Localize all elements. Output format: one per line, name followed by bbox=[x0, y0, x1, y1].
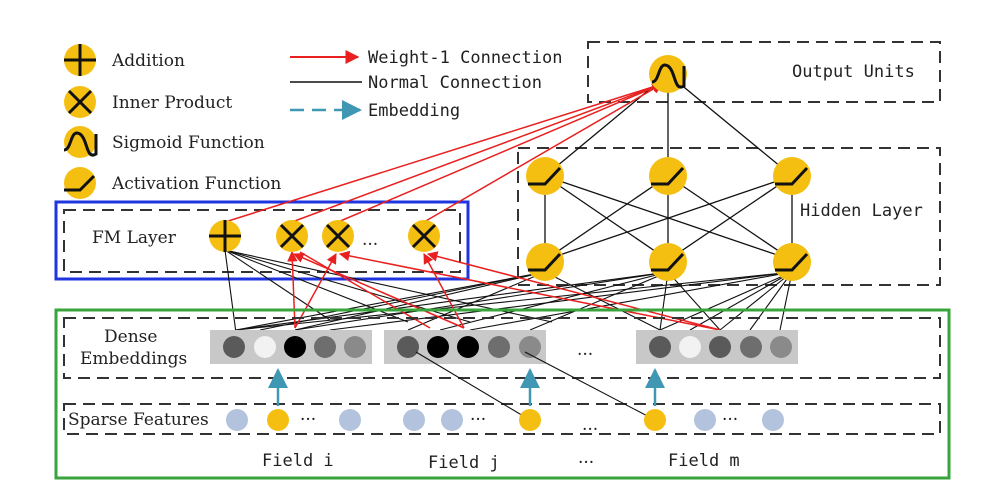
fm-layer-label: FM Layer bbox=[92, 228, 177, 248]
sparse-features-label: Sparse Features bbox=[68, 410, 209, 430]
relu-icon bbox=[528, 252, 562, 272]
fm-inner-product-node bbox=[322, 220, 354, 252]
field-dots: ··· bbox=[578, 453, 594, 473]
hidden-node bbox=[773, 243, 811, 281]
embedding-arrows bbox=[268, 368, 665, 406]
relu-icon bbox=[775, 166, 809, 186]
hidden-node bbox=[526, 157, 564, 195]
hidden-layer-box bbox=[517, 147, 941, 286]
legend-activation-label: Activation Function bbox=[111, 174, 281, 194]
sparse-dots-b: ··· bbox=[470, 410, 486, 430]
fm-layer-outer-box bbox=[54, 200, 470, 281]
legend-addition-label: Addition bbox=[111, 51, 185, 71]
sparse-dots-c: ... bbox=[582, 415, 598, 435]
output-node bbox=[649, 55, 687, 93]
dense-label-line1: Dense bbox=[104, 327, 157, 347]
legend-normal: Normal Connection bbox=[290, 73, 542, 93]
output-units-label: Output Units bbox=[792, 62, 915, 82]
legend-addition: Addition bbox=[64, 44, 185, 76]
hidden-node bbox=[773, 157, 811, 195]
legend-weight1-label: Weight-1 Connection bbox=[368, 48, 562, 68]
weight1-to-output bbox=[224, 81, 664, 223]
output-units-box bbox=[587, 41, 941, 103]
legend-inner-product: Inner Product bbox=[64, 86, 232, 118]
fm-inner-product-node bbox=[408, 220, 440, 252]
legend-activation: Activation Function bbox=[64, 167, 281, 199]
dense-label-line2: Embeddings bbox=[80, 349, 187, 369]
sigmoid-icon bbox=[63, 126, 98, 158]
legend-normal-label: Normal Connection bbox=[368, 73, 542, 93]
legend-sigmoid-label: Sigmoid Function bbox=[112, 133, 265, 153]
dense-dots: ... bbox=[577, 340, 593, 360]
sigmoid-icon bbox=[651, 63, 686, 89]
cross-icon bbox=[64, 86, 96, 118]
field-i-label: Field i bbox=[262, 451, 334, 471]
embedding-circles-i bbox=[223, 336, 366, 358]
field-j-label: Field j bbox=[428, 453, 500, 473]
hidden-node bbox=[526, 243, 564, 281]
sparse-to-dense-lines bbox=[415, 351, 656, 421]
relu-icon bbox=[64, 167, 96, 199]
plus-icon bbox=[64, 44, 96, 76]
legend-weight1: Weight-1 Connection bbox=[290, 48, 562, 68]
sparse-nodes bbox=[226, 409, 784, 431]
dense-embeddings-box bbox=[63, 317, 941, 379]
sparse-dots-d: ··· bbox=[722, 410, 738, 430]
relu-icon bbox=[528, 166, 562, 186]
hidden-node bbox=[649, 157, 687, 195]
sparse-features-box bbox=[63, 403, 941, 435]
fm-layer-dots: ... bbox=[362, 230, 378, 250]
embedding-circles-j bbox=[397, 336, 541, 358]
embedding-circles-m bbox=[649, 336, 792, 358]
field-m-label: Field m bbox=[668, 451, 740, 471]
relu-icon bbox=[651, 166, 685, 186]
legend-inner-product-label: Inner Product bbox=[112, 93, 232, 113]
legend-sigmoid: Sigmoid Function bbox=[63, 126, 265, 158]
legend-embedding: Embedding bbox=[290, 100, 460, 121]
normal-connections-dense bbox=[224, 249, 793, 334]
relu-icon bbox=[775, 252, 809, 272]
legend-embedding-label: Embedding bbox=[368, 101, 460, 121]
input-section-box bbox=[54, 308, 951, 480]
relu-icon bbox=[651, 252, 685, 272]
fm-inner-product-node bbox=[276, 220, 308, 252]
hidden-layer-label: Hidden Layer bbox=[800, 201, 923, 221]
sparse-dots-a: ··· bbox=[300, 410, 316, 430]
hidden-node bbox=[649, 243, 687, 281]
fm-addition-node bbox=[209, 220, 241, 252]
